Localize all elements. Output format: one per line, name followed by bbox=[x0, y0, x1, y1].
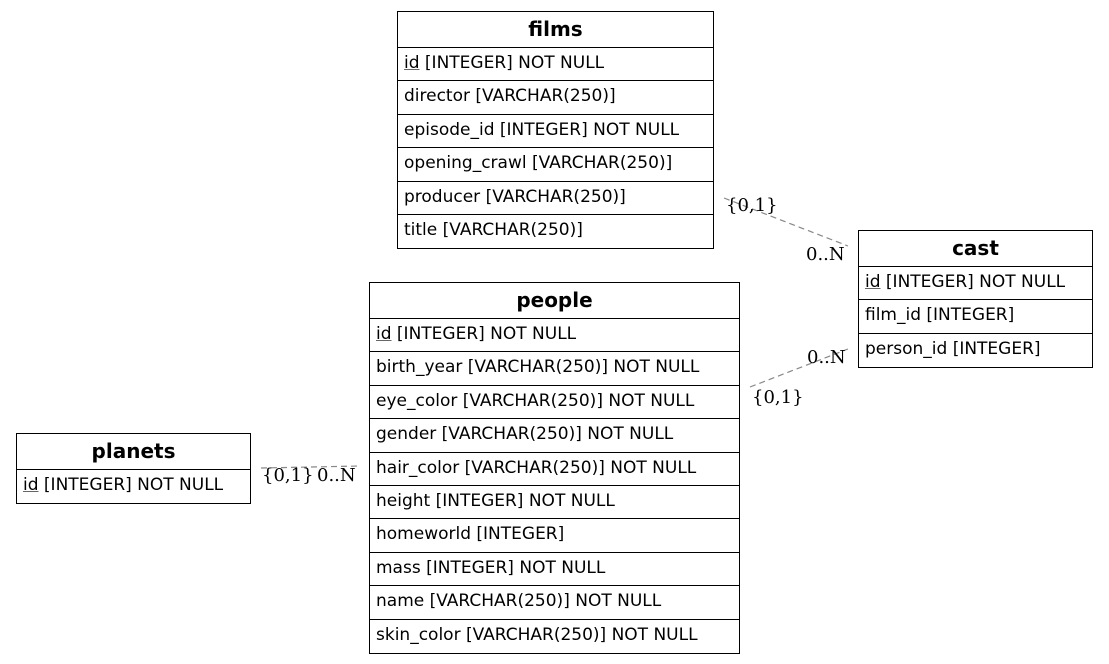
column-row: skin_color [VARCHAR(250)] NOT NULL bbox=[376, 624, 698, 645]
cardinality-people-cast-to: 0..N bbox=[807, 347, 846, 368]
column-row: episode_id [INTEGER] NOT NULL bbox=[398, 115, 713, 149]
column-row: title [VARCHAR(250)] bbox=[404, 219, 583, 240]
column-row: id [INTEGER] NOT NULL bbox=[17, 470, 250, 503]
column-type: [INTEGER] NOT NULL bbox=[391, 324, 577, 344]
column-row: id [INTEGER] NOT NULL bbox=[398, 48, 713, 82]
column-row: person_id [INTEGER] bbox=[865, 338, 1041, 359]
entity-planets[interactable]: planets id [INTEGER] NOT NULL bbox=[16, 433, 251, 505]
cardinality-films-cast-from: {0,1} bbox=[726, 195, 778, 216]
column-row: producer [VARCHAR(250)] bbox=[398, 182, 713, 215]
entity-films[interactable]: films id [INTEGER] NOT NULL director [VA… bbox=[397, 11, 714, 250]
edge-people-cast bbox=[749, 348, 849, 388]
primary-key-name: id bbox=[404, 53, 420, 73]
column-row: mass [INTEGER] NOT NULL bbox=[370, 553, 739, 587]
column-row: hair_color [VARCHAR(250)] NOT NULL bbox=[370, 453, 739, 486]
column-row: eye_color [VARCHAR(250)] NOT NULL bbox=[370, 386, 739, 420]
primary-key-name: id bbox=[376, 324, 392, 344]
primary-key-name: id bbox=[865, 272, 881, 292]
column-row: film_id [INTEGER] bbox=[859, 300, 1092, 334]
column-row: height [INTEGER] NOT NULL bbox=[370, 486, 739, 520]
column-type: [INTEGER] NOT NULL bbox=[880, 272, 1066, 292]
entity-title: cast bbox=[859, 231, 1092, 267]
entity-cast[interactable]: cast id [INTEGER] NOT NULL film_id [INTE… bbox=[858, 230, 1093, 369]
cardinality-films-cast-to: 0..N bbox=[806, 244, 845, 265]
edge-planets-people bbox=[260, 465, 361, 469]
entity-title: people bbox=[370, 283, 739, 319]
entity-title: planets bbox=[17, 434, 250, 470]
column-row: homeworld [INTEGER] bbox=[370, 519, 739, 553]
primary-key-name: id bbox=[23, 475, 39, 495]
column-row: id [INTEGER] NOT NULL bbox=[859, 267, 1092, 301]
entity-people[interactable]: people id [INTEGER] NOT NULL birth_year … bbox=[369, 282, 740, 654]
column-row: gender [VARCHAR(250)] NOT NULL bbox=[370, 419, 739, 453]
column-type: [INTEGER] NOT NULL bbox=[419, 53, 605, 73]
column-row: birth_year [VARCHAR(250)] NOT NULL bbox=[370, 352, 739, 386]
cardinality-planets-people-from: {0,1} bbox=[262, 465, 314, 486]
column-row: name [VARCHAR(250)] NOT NULL bbox=[370, 586, 739, 620]
cardinality-planets-people-to: 0..N bbox=[317, 465, 356, 486]
cardinality-people-cast-from: {0,1} bbox=[752, 387, 804, 408]
column-type: [INTEGER] NOT NULL bbox=[38, 475, 224, 495]
column-row: director [VARCHAR(250)] bbox=[398, 81, 713, 115]
edge-films-cast bbox=[723, 197, 849, 247]
entity-title: films bbox=[398, 12, 713, 48]
column-row: id [INTEGER] NOT NULL bbox=[370, 319, 739, 353]
column-row: opening_crawl [VARCHAR(250)] bbox=[398, 148, 713, 182]
